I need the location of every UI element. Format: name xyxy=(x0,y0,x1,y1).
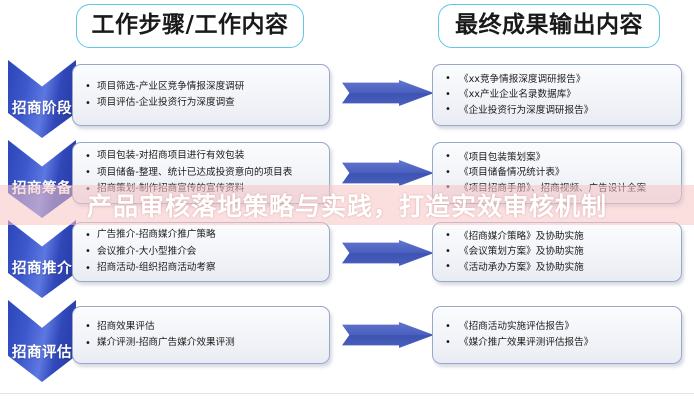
list-item: 《xx产业企业名录数据库》 xyxy=(445,87,671,103)
flow-arrow-right-icon xyxy=(342,240,434,266)
work-steps-list: 招商效果评估媒介评测-招商广告媒介效果评测 xyxy=(85,319,319,352)
stage-label: 招商阶段 xyxy=(12,101,72,117)
final-outputs-list: 《xx竞争情报深度调研报告》《xx产业企业名录数据库》《企业投资行为深度调研报告… xyxy=(445,72,671,119)
final-outputs-card: 《招商媒介策略》及协助实施《会议策划方案》及协助实施《活动承办方案》及协助实施 xyxy=(432,222,682,282)
flow-arrow-right-icon xyxy=(342,322,434,348)
list-item: 《媒介推广效果评测评估报告》 xyxy=(445,335,671,351)
final-outputs-list: 《招商活动实施评估报告》《媒介推广效果评测评估报告》 xyxy=(445,319,671,350)
list-item: 项目评估-企业投资行为深度调查 xyxy=(85,95,319,112)
work-steps-card: 广告推介-招商媒介推广策略会议推介-大小型推介会招商活动-组织招商活动考察 xyxy=(72,222,330,282)
list-item: 《项目招商手册》、招商视频、广告设计全案 xyxy=(445,181,671,197)
list-item: 招商效果评估 xyxy=(85,319,319,336)
list-item: 《xx竞争情报深度调研报告》 xyxy=(445,72,671,88)
list-item: 《项目储备情况统计表》 xyxy=(445,165,671,181)
list-item: 会议推介-大小型推介会 xyxy=(85,244,319,261)
column-header-work-steps: 工作步骤/工作内容 xyxy=(76,4,304,48)
list-item: 《项目包装策划案》 xyxy=(445,150,671,166)
stage-chevron[interactable]: 招商筹备 xyxy=(8,140,76,218)
list-item: 广告推介-招商媒介推广策略 xyxy=(85,227,319,244)
list-item: 项目包装-对招商项目进行有效包装 xyxy=(85,148,319,165)
flow-arrow-right-icon xyxy=(342,80,434,106)
final-outputs-card: 《项目包装策划案》《项目储备情况统计表》《项目招商手册》、招商视频、广告设计全案 xyxy=(432,142,682,204)
list-item: 招商策划-制作招商宣传的宣传资料 xyxy=(85,181,319,198)
list-item: 项目储备-整理、统计已达成投资意向的项目表 xyxy=(85,165,319,182)
list-item: 《招商媒介策略》及协助实施 xyxy=(445,229,671,245)
column-header-final-outputs: 最终成果输出内容 xyxy=(438,4,660,48)
bottom-divider xyxy=(0,393,694,394)
stage-label: 招商评估 xyxy=(12,345,72,361)
final-outputs-list: 《招商媒介策略》及协助实施《会议策划方案》及协助实施《活动承办方案》及协助实施 xyxy=(445,229,671,276)
list-item: 项目筛选-产业区竞争情报深度调研 xyxy=(85,79,319,96)
list-item: 《招商活动实施评估报告》 xyxy=(445,319,671,335)
work-steps-card: 招商效果评估媒介评测-招商广告媒介效果评测 xyxy=(72,306,330,364)
work-steps-card: 项目筛选-产业区竞争情报深度调研项目评估-企业投资行为深度调查 xyxy=(72,64,330,126)
list-item: 《会议策划方案》及协助实施 xyxy=(445,244,671,260)
list-item: 《活动承办方案》及协助实施 xyxy=(445,260,671,276)
list-item: 媒介评测-招商广告媒介效果评测 xyxy=(85,335,319,352)
stage-chevron[interactable]: 招商评估 xyxy=(8,300,76,382)
final-outputs-card: 《xx竞争情报深度调研报告》《xx产业企业名录数据库》《企业投资行为深度调研报告… xyxy=(432,64,682,126)
final-outputs-card: 《招商活动实施评估报告》《媒介推广效果评测评估报告》 xyxy=(432,306,682,364)
stage-chevron[interactable]: 招商推介 xyxy=(8,220,76,298)
list-item: 《企业投资行为深度调研报告》 xyxy=(445,103,671,119)
final-outputs-list: 《项目包装策划案》《项目储备情况统计表》《项目招商手册》、招商视频、广告设计全案 xyxy=(445,150,671,197)
stage-chevron[interactable]: 招商阶段 xyxy=(8,60,76,138)
stage-label: 招商推介 xyxy=(12,261,72,277)
work-steps-list: 广告推介-招商媒介推广策略会议推介-大小型推介会招商活动-组织招商活动考察 xyxy=(85,227,319,277)
work-steps-list: 项目包装-对招商项目进行有效包装项目储备-整理、统计已达成投资意向的项目表招商策… xyxy=(85,148,319,198)
work-steps-card: 项目包装-对招商项目进行有效包装项目储备-整理、统计已达成投资意向的项目表招商策… xyxy=(72,142,330,204)
list-item: 招商活动-组织招商活动考察 xyxy=(85,260,319,277)
work-steps-list: 项目筛选-产业区竞争情报深度调研项目评估-企业投资行为深度调查 xyxy=(85,79,319,112)
flow-arrow-right-icon xyxy=(342,160,434,186)
stage-label: 招商筹备 xyxy=(12,181,72,197)
